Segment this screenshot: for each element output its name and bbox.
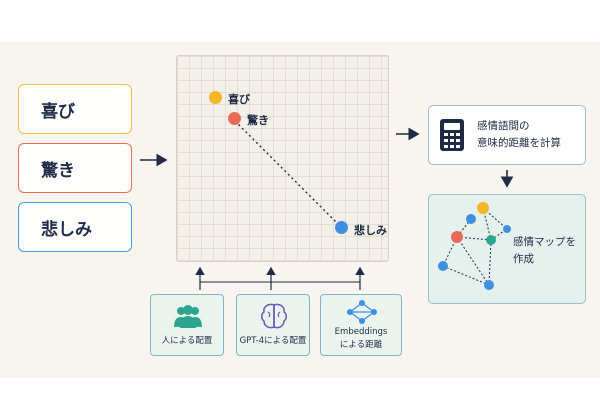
plot-label-joy: 喜び bbox=[228, 93, 250, 106]
method-label-embeddings-1: Embeddings bbox=[334, 327, 388, 337]
plot-point-surprise bbox=[228, 112, 241, 125]
map-node-blue-left bbox=[438, 261, 448, 271]
map-text-line1: 感情マップを bbox=[513, 236, 576, 248]
emotion-label-sadness: 悲しみ bbox=[41, 219, 92, 240]
calc-box: 感情語間の 意味的距離を計算 bbox=[428, 105, 586, 165]
emotion-label-joy: 喜び bbox=[41, 101, 75, 122]
method-box-human: 人による配置 bbox=[150, 294, 224, 356]
map-node-green bbox=[486, 235, 496, 245]
method-label-human: 人による配置 bbox=[161, 336, 213, 346]
method-label-gpt4: GPT-4による配置 bbox=[239, 336, 307, 346]
calc-text-line2: 意味的距離を計算 bbox=[477, 137, 561, 149]
emotion-map-graph bbox=[438, 202, 511, 290]
plot-point-joy bbox=[209, 91, 222, 104]
map-text-line2: 作成 bbox=[513, 253, 534, 265]
method-box-embeddings: Embeddings による距離 bbox=[320, 294, 402, 356]
map-node-red bbox=[451, 231, 463, 243]
emotion-box-sadness: 悲しみ bbox=[18, 202, 132, 252]
brain-icon bbox=[261, 303, 287, 329]
plot-label-surprise: 驚き bbox=[247, 114, 269, 127]
map-node-blue-bottom bbox=[484, 280, 494, 290]
network-icon bbox=[347, 300, 377, 324]
emotion-box-surprise: 驚き bbox=[18, 143, 132, 193]
emotion-label-surprise: 驚き bbox=[41, 160, 75, 181]
emotion-plot: 喜び 驚き 悲しみ bbox=[176, 55, 389, 262]
emotion-box-joy: 喜び bbox=[18, 84, 132, 134]
emotion-map-box: 感情マップを 作成 bbox=[428, 194, 586, 304]
map-node-blue-top bbox=[466, 214, 476, 224]
calc-text-line1: 感情語間の bbox=[477, 120, 530, 132]
method-label-embeddings-2: による距離 bbox=[339, 340, 383, 350]
calculator-icon bbox=[440, 119, 464, 151]
map-node-blue-right bbox=[503, 225, 511, 233]
method-box-gpt4: GPT-4による配置 bbox=[236, 294, 310, 356]
plot-label-sadness: 悲しみ bbox=[354, 224, 387, 237]
map-node-yellow bbox=[477, 202, 489, 214]
people-icon bbox=[174, 305, 202, 328]
plot-point-sadness bbox=[335, 221, 348, 234]
